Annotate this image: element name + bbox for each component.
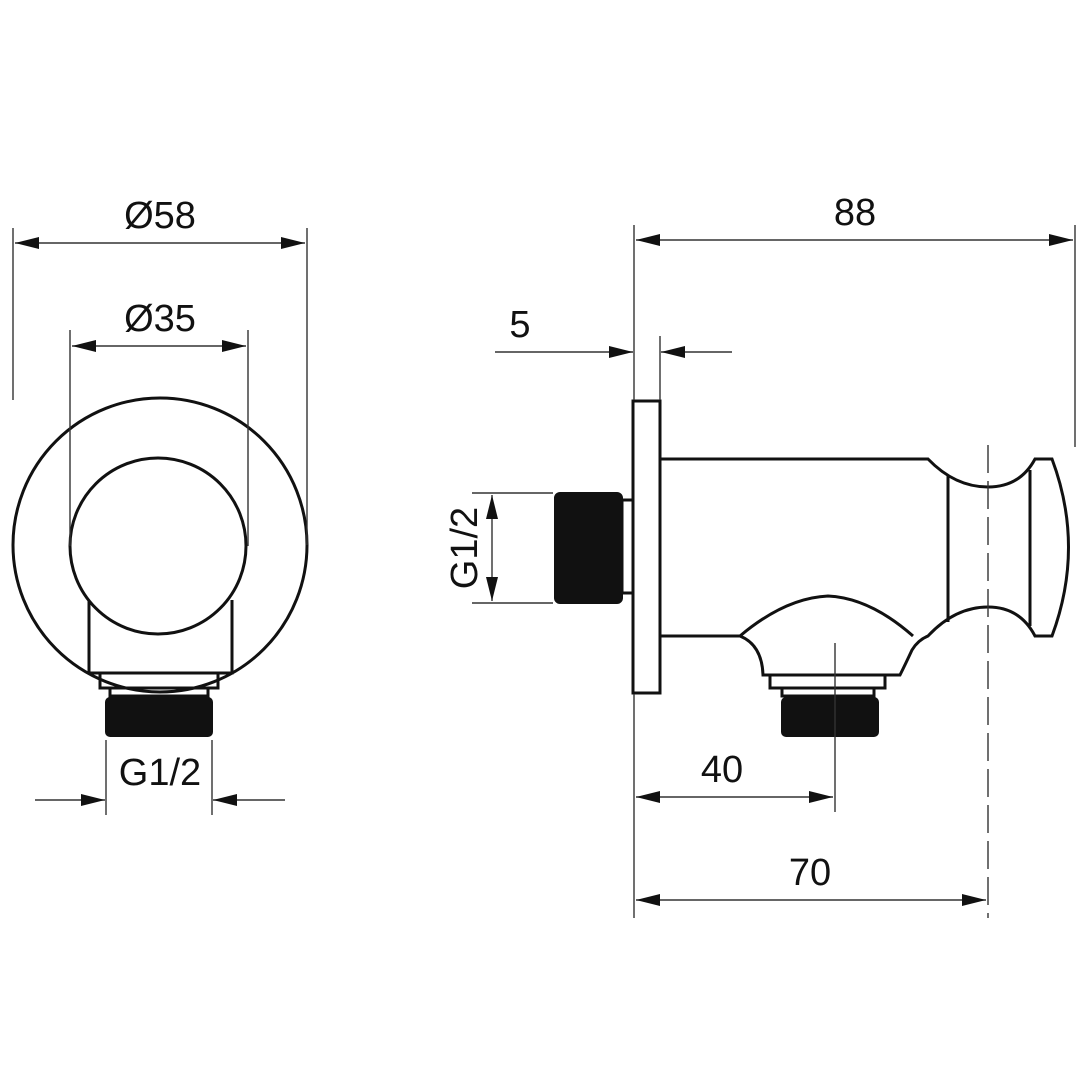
- offset-40-label: 40: [701, 749, 743, 791]
- inner-body: [68, 456, 248, 636]
- diameter-58-label: Ø58: [124, 195, 196, 237]
- inlet-thread: [554, 492, 623, 604]
- outlet-dome: [739, 594, 914, 638]
- axis-70-label: 70: [789, 852, 831, 894]
- diameter-35-label: Ø35: [124, 298, 196, 340]
- body-and-hose-holder: [660, 457, 1070, 677]
- inlet-thread-label: G1/2: [444, 507, 486, 589]
- side-view: 88 5 G1/2 40 70: [444, 192, 1076, 918]
- flange-5-label: 5: [509, 304, 530, 346]
- thread-front: [105, 697, 213, 737]
- outlet-thread: [781, 697, 879, 737]
- thread-front-label: G1/2: [119, 752, 201, 794]
- length-88-label: 88: [834, 192, 876, 234]
- front-view: Ø58 Ø35 G1/2: [11, 195, 309, 815]
- wall-flange: [631, 399, 662, 695]
